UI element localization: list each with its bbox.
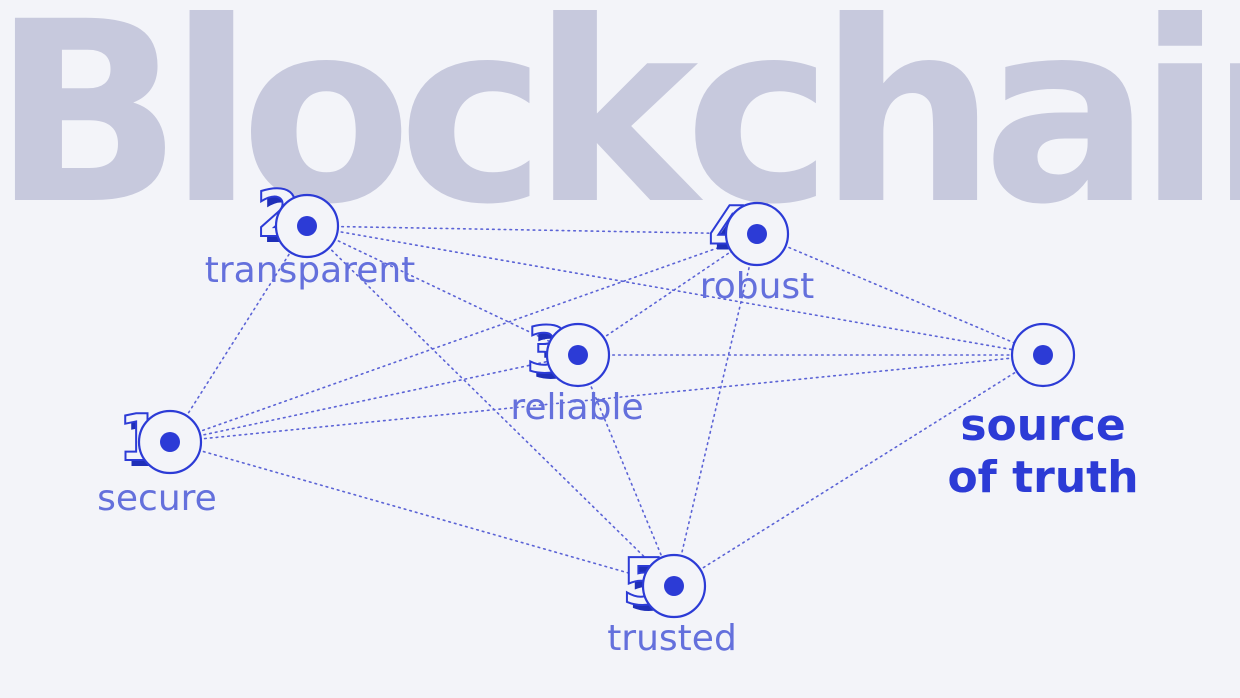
node-reliable: 3 3 reliable — [510, 313, 643, 428]
edge-transparent-trusted — [306, 225, 675, 587]
node-dot-reliable — [568, 345, 588, 365]
edge-secure-trusted — [169, 441, 675, 587]
edge-secure-transparent — [169, 225, 308, 443]
node-label-reliable: reliable — [510, 387, 643, 428]
edge-transparent-source — [306, 225, 1044, 356]
node-label-source-line-2: of truth — [947, 452, 1138, 503]
node-dot-transparent — [297, 216, 317, 236]
edge-robust-reliable — [577, 233, 758, 356]
node-dot-robust — [747, 224, 767, 244]
node-label-source-line-1: source — [960, 400, 1125, 451]
node-trusted: 5 5 trusted — [607, 545, 737, 659]
node-label-secure: secure — [97, 478, 217, 519]
node-dot-secure — [160, 432, 180, 452]
node-dot-trusted — [664, 576, 684, 596]
background-title: Blockchain — [0, 0, 1240, 259]
node-label-transparent: transparent — [205, 250, 416, 291]
node-dot-source — [1033, 345, 1053, 365]
edge-layer — [169, 225, 1044, 587]
edge-secure-source — [169, 354, 1044, 443]
edge-robust-trusted — [673, 233, 758, 587]
edge-transparent-reliable — [306, 225, 579, 356]
node-secure: 1 1 secure — [97, 401, 217, 519]
edge-transparent-robust — [306, 225, 758, 235]
edge-robust-source — [756, 233, 1044, 356]
node-source-of-truth: source of truth — [947, 322, 1139, 503]
node-transparent: 2 2 transparent — [205, 177, 416, 291]
edge-secure-robust — [169, 233, 758, 443]
edge-reliable-trusted — [577, 354, 675, 587]
edge-secure-reliable — [169, 354, 579, 443]
node-robust: 4 4 robust — [700, 193, 815, 307]
node-label-trusted: trusted — [607, 618, 737, 659]
node-label-robust: robust — [700, 266, 815, 307]
